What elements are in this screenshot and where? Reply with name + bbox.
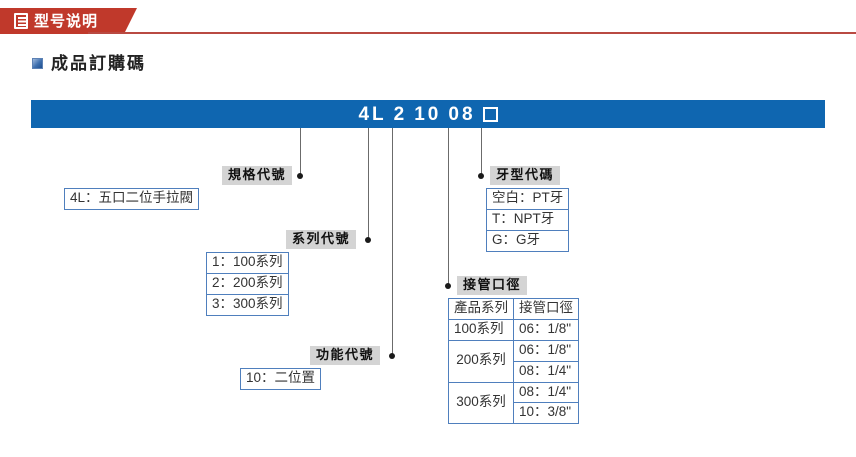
order-code-bar: 4L 2 10 08 [31, 100, 825, 128]
callout-table-thread: 空白：PT牙 T：NPT牙 G：G牙 [485, 188, 570, 252]
section-header-tab: 型号说明 [0, 8, 138, 34]
table-row: 08：1/4" [449, 360, 579, 383]
table-row: 10：二位置 [239, 368, 322, 390]
port-size-200-0: 06：1/8" [513, 339, 579, 362]
header-divider [88, 32, 856, 34]
code-segment-thread-blank-box [482, 106, 498, 122]
leader-dot-function [389, 353, 395, 359]
port-header-series: 產品系列 [448, 298, 514, 320]
table-row: 1：100系列 [206, 252, 289, 274]
leader-line-port [448, 128, 449, 286]
callout-table-series: 1：100系列 2：200系列 3：300系列 [206, 252, 289, 316]
table-row: T：NPT牙 [485, 208, 570, 231]
port-series-100: 100系列 [448, 318, 514, 341]
table-row: 2：200系列 [206, 272, 289, 295]
series-row-1: 2：200系列 [206, 272, 289, 295]
table-row: 300系列 08：1/4" [448, 381, 579, 425]
callout-caption-series: 系列代號 [286, 230, 357, 250]
callout-table-spec: 4L：五口二位手拉閥 [63, 188, 200, 210]
leader-line-series [368, 128, 369, 240]
section-header: 型号说明 [0, 8, 856, 34]
table-row: 空白：PT牙 [485, 188, 570, 210]
leader-dot-port [445, 283, 451, 289]
code-segment-series: 2 [393, 103, 408, 125]
callout-caption-thread: 牙型代碼 [490, 166, 561, 186]
port-size-300-0: 08：1/4" [513, 381, 579, 404]
table-row: 3：300系列 [206, 293, 289, 316]
callout-caption-port: 接管口徑 [457, 276, 528, 296]
series-row-2: 3：300系列 [206, 293, 289, 316]
port-size-100-0: 06：1/8" [513, 318, 579, 341]
callout-table-port: 產品系列 接管口徑 100系列 06：1/8" 200系列 06：1/8" 08… [448, 298, 579, 425]
callout-table-function: 10：二位置 [239, 368, 322, 390]
callout-caption-spec: 規格代號 [222, 166, 293, 186]
subtitle-text: 成品訂購碼 [51, 54, 146, 73]
thread-row-0: 空白：PT牙 [485, 188, 570, 210]
series-row-0: 1：100系列 [206, 252, 289, 274]
document-lines-icon [14, 13, 28, 29]
table-row: 200系列 06：1/8" [448, 339, 579, 383]
thread-row-1: T：NPT牙 [485, 208, 570, 231]
blue-square-bullet-icon [32, 58, 43, 69]
leader-line-function [392, 128, 393, 356]
thread-row-2: G：G牙 [485, 229, 570, 252]
leader-line-spec [300, 128, 301, 176]
table-row: 10：3/8" [449, 402, 579, 425]
section-header-title: 型号说明 [34, 12, 99, 30]
table-row: 4L：五口二位手拉閥 [63, 188, 200, 210]
leader-line-thread [481, 128, 482, 176]
port-size-200-1: 08：1/4" [513, 360, 579, 383]
callout-caption-function: 功能代號 [310, 346, 381, 366]
table-row: G：G牙 [485, 229, 570, 252]
table-row: 100系列 06：1/8" [448, 318, 579, 341]
port-series-200: 200系列 [448, 339, 514, 383]
order-code-text: 4L 2 10 08 [358, 103, 498, 125]
leader-dot-thread [478, 173, 484, 179]
port-size-300-1: 10：3/8" [513, 402, 579, 425]
function-row-0: 10：二位置 [239, 368, 322, 390]
spec-row-0: 4L：五口二位手拉閥 [63, 188, 200, 210]
leader-dot-series [365, 237, 371, 243]
code-segment-port: 08 [448, 103, 476, 125]
subtitle: 成品訂購碼 [32, 55, 146, 72]
port-header-size: 接管口徑 [513, 298, 579, 320]
table-header-row: 產品系列 接管口徑 [448, 298, 579, 320]
code-segment-function: 10 [414, 103, 442, 125]
leader-dot-spec [297, 173, 303, 179]
port-series-300: 300系列 [448, 381, 514, 425]
code-segment-spec: 4L [358, 103, 387, 125]
